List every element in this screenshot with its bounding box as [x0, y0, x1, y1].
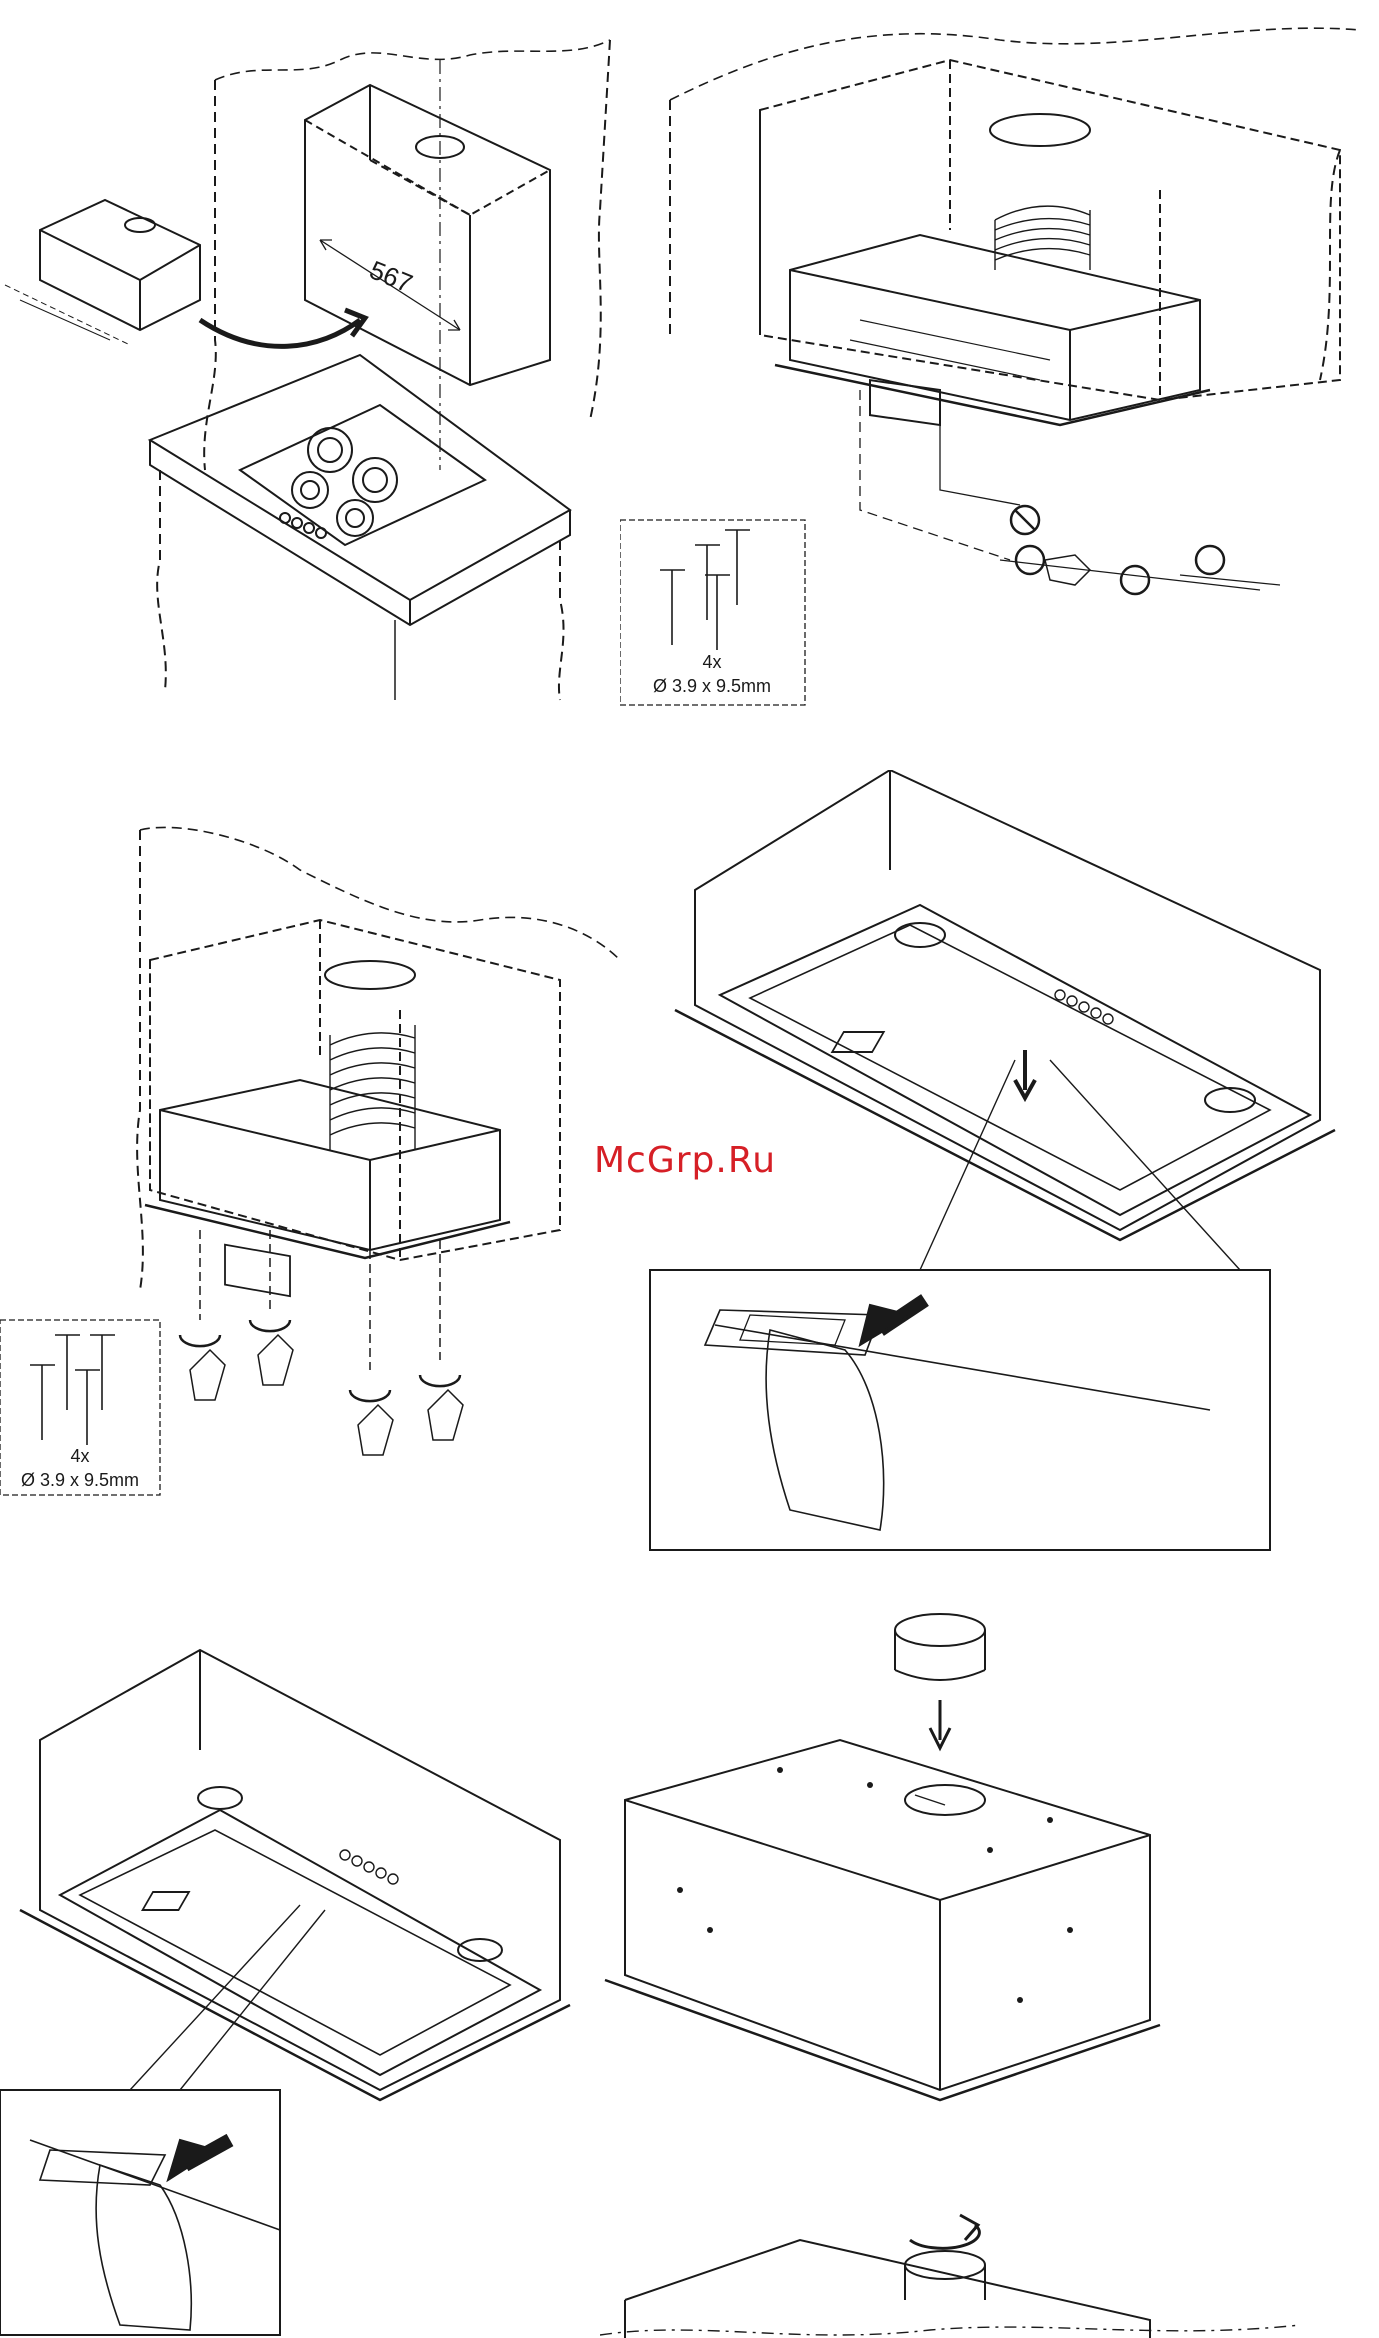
screw-count: 4x: [70, 1446, 89, 1466]
panel-duct-collar: [600, 1600, 1379, 2338]
screw-size: Ø 3.9 x 9.5mm: [653, 676, 771, 696]
watermark-text: McGrp.Ru: [594, 1140, 776, 1181]
panel-screw-fixing: 4x Ø 3.9 x 9.5mm: [0, 810, 620, 1560]
panel-insert-hood: 4x Ø 3.9 x 9.5mm: [620, 0, 1379, 710]
dimension-label: 567: [365, 255, 416, 299]
screw-size: Ø 3.9 x 9.5mm: [21, 1470, 139, 1490]
panel-filter-remove: [0, 1620, 620, 2338]
screw-count: 4x: [702, 652, 721, 672]
panel-cabinet-measure: 567: [0, 0, 620, 710]
